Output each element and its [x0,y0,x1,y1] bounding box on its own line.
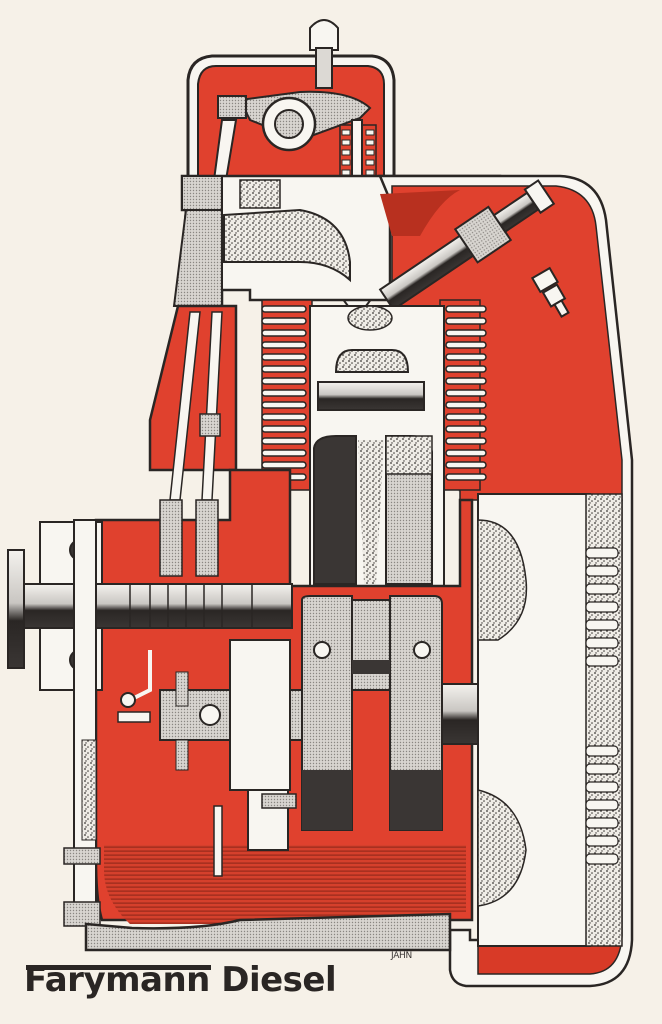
connecting-rod [313,435,433,585]
title-overbar [26,965,211,970]
main-bearing [229,639,297,851]
flywheel-fan [477,493,623,947]
injector [378,179,570,319]
rocker-arm [212,90,372,181]
oil-sump [63,519,452,952]
cylinder-head [172,174,502,308]
governor [117,650,223,877]
artist-signature: JAHN [391,951,412,961]
brand-title: Farymann Diesel [24,960,337,1000]
pushrod-housing [148,304,238,501]
cylinder-fins [261,299,487,491]
crank-webs [301,595,443,831]
